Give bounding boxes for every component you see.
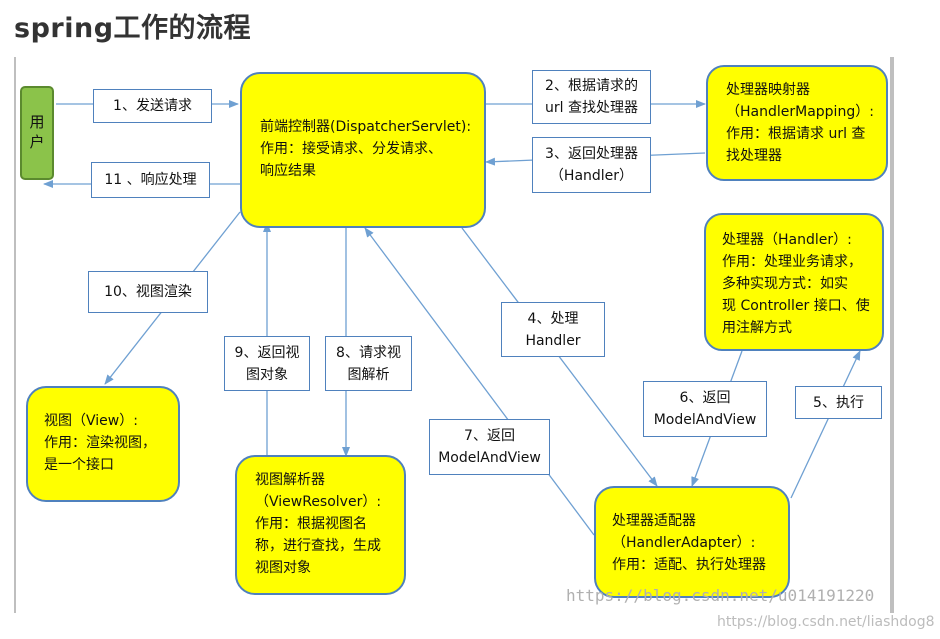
arrow-7 [364, 227, 595, 536]
step-9-label: 9、返回视 图对象 [224, 336, 310, 391]
step-7-label: 7、返回 ModelAndView [429, 419, 550, 475]
arrow-4 [461, 227, 658, 487]
step-2-label: 2、根据请求的 url 查找处理器 [532, 70, 651, 124]
step-6-label: 6、返回 ModelAndView [643, 381, 767, 437]
step-8-label: 8、请求视 图解析 [325, 336, 412, 391]
handler-adapter-node: 处理器适配器 （HandlerAdapter）: 作用：适配、执行处理器 [594, 486, 790, 598]
front-controller-node: 前端控制器(DispatcherServlet): 作用：接受请求、分发请求、 … [240, 72, 486, 228]
step-5-label: 5、执行 [795, 386, 882, 419]
step-1-label: 1、发送请求 [93, 89, 212, 123]
handler-mapping-node: 处理器映射器 （HandlerMapping）: 作用：根据请求 url 查 找… [706, 65, 888, 181]
page-title: spring工作的流程 [14, 13, 252, 44]
diagram-frame [14, 57, 894, 613]
watermark-text: https://blog.csdn.net/u014191220 [566, 586, 875, 605]
step-10-label: 10、视图渲染 [88, 271, 208, 313]
watermark-url: https://blog.csdn.net/liashdog8 [717, 614, 935, 630]
step-3-label: 3、返回处理器 （Handler） [532, 137, 651, 193]
view-resolver-node: 视图解析器 （ViewResolver）: 作用：根据视图名 称，进行查找，生成… [235, 455, 406, 595]
user-node: 用 户 [20, 86, 54, 180]
view-node: 视图（View）: 作用：渲染视图， 是一个接口 [26, 386, 180, 502]
step-11-label: 11 、响应处理 [91, 162, 210, 198]
step-4-label: 4、处理 Handler [501, 302, 605, 357]
handler-node: 处理器（Handler）: 作用：处理业务请求， 多种实现方式：如实 现 Con… [704, 213, 884, 351]
arrow-5 [790, 350, 861, 499]
